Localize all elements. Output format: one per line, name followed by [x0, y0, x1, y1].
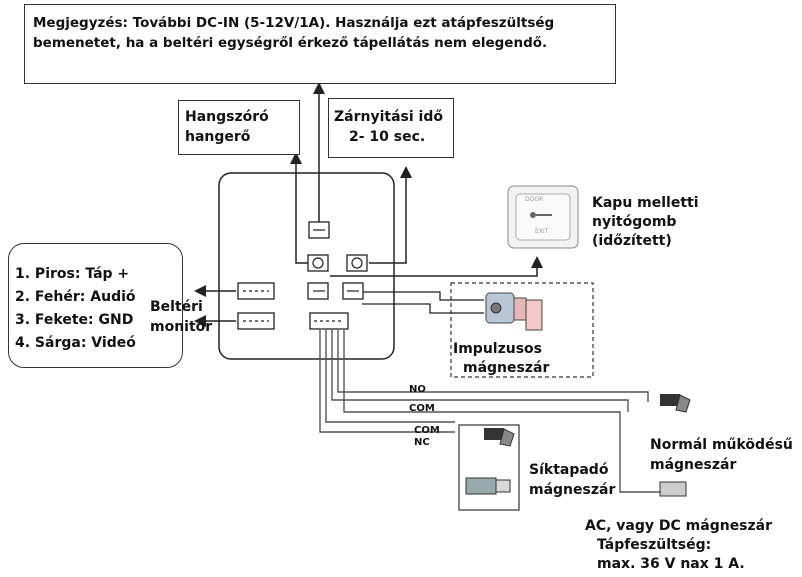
impulse-lock-line-2: mágneszár: [463, 360, 550, 376]
normal-lock-line-1: Normál működésű: [650, 437, 793, 453]
flat-lock-plate: [495, 479, 511, 493]
indoor-monitor-line-1: Beltéri: [150, 299, 203, 315]
unlock-line-1: Zárnyitási idő: [334, 109, 443, 125]
wire-4: 4. Sárga: Videó: [15, 335, 136, 351]
note-box: [24, 4, 616, 84]
exit-button-line-1: Kapu melletti: [592, 195, 699, 211]
impulse-lock-wire-1: [362, 291, 484, 301]
impulse-lock-wire-2: [362, 303, 484, 314]
main-unit-body: [218, 172, 395, 360]
exit-button-plate: [507, 185, 579, 249]
flat-lock-line-1: Síktapadó: [529, 462, 609, 478]
normal-lock-line-2: mágneszár: [650, 457, 737, 473]
relay-wires: [319, 330, 663, 493]
indoor-monitor-line-2: monitor: [150, 319, 213, 335]
flat-lock-line-2: mágneszár: [529, 482, 616, 498]
button-plate-top-text: DOOR: [525, 196, 544, 203]
flat-lock-magnet: [465, 477, 497, 495]
power-line-2: Tápfeszültség:: [597, 537, 712, 553]
button-plate-bottom-text: EXIT: [535, 228, 549, 235]
power-line-1: AC, vagy DC mágneszár: [585, 518, 773, 534]
note-line-1: Megjegyzés: További DC-IN (5-12V/1A). Ha…: [33, 15, 555, 31]
exit-button-line-2: nyitógomb: [592, 214, 677, 230]
unlock-box: [328, 98, 454, 158]
normal-lock-plug: [675, 394, 691, 413]
impulse-lock-device: [485, 292, 543, 331]
exit-button-wire: [330, 256, 543, 277]
relay-no: NO: [409, 384, 426, 395]
flat-lock-connector: [484, 428, 504, 440]
normal-lock-cylinder: [659, 481, 687, 497]
impulse-lock-line-1: Impulzusos: [453, 341, 542, 357]
relay-nc: NC: [414, 437, 430, 448]
speaker-line-1: Hangszóró: [185, 109, 269, 125]
flat-lock-plug: [499, 428, 515, 447]
unlock-pot: [346, 254, 368, 272]
speaker-line-2: hangerő: [185, 129, 251, 145]
impulse-lock-box: [450, 282, 594, 378]
exit-button-line-3: (időzített): [592, 233, 672, 249]
speaker-pot: [307, 254, 329, 272]
note-line-2: bemenetet, ha a beltéri egységről érkező…: [33, 35, 548, 51]
relay-com-1: COM: [409, 403, 435, 414]
unlock-wire: [369, 166, 412, 264]
wire-3: 3. Fekete: GND: [15, 312, 134, 328]
flat-lock-box: [458, 424, 520, 511]
wire-2: 2. Fehér: Audió: [15, 289, 136, 305]
relay-com-2: COM: [414, 425, 440, 436]
normal-lock-connector: [660, 394, 680, 406]
wire-color-box: [8, 243, 183, 368]
speaker-box: [178, 100, 300, 155]
power-line-3: max. 36 V nax 1 A.: [597, 556, 745, 572]
wire-1: 1. Piros: Táp +: [15, 266, 130, 282]
unlock-line-2: 2- 10 sec.: [349, 129, 426, 145]
